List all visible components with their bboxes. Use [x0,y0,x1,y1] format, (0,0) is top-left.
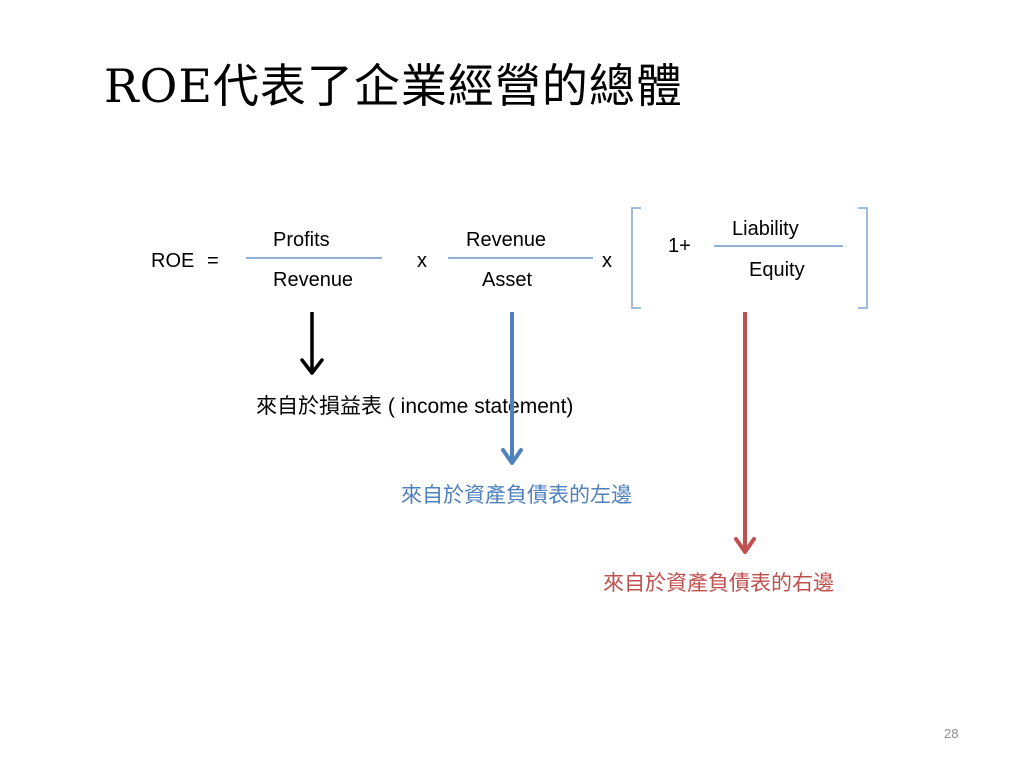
slide-title: ROE代表了企業經營的總體 [104,59,683,113]
blue-down-arrow [501,312,523,465]
balance-left-annotation: 來自於資產負債表的左邊 [401,484,632,507]
multiply-sign-2: x [602,250,612,272]
equals-sign: = [207,250,219,272]
balance-right-annotation: 來自於資產負債表的右邊 [603,572,834,595]
fraction2-denominator: Asset [482,269,533,291]
page-number: 28 [944,726,959,741]
right-bracket [858,207,868,309]
fraction2-numerator: Revenue [466,229,547,251]
fraction3-numerator: Liability [732,218,799,240]
fraction1-denominator: Revenue [273,269,354,291]
one-plus-label: 1+ [668,235,691,257]
fraction3-denominator: Equity [749,259,805,281]
income-statement-annotation: 來自於損益表 ( income statement) [256,395,574,418]
multiply-sign-1: x [417,250,427,272]
roe-label: ROE [151,250,195,272]
left-bracket [631,207,641,309]
black-down-arrow [300,312,324,375]
red-down-arrow [734,312,756,554]
fraction1-numerator: Profits [273,229,330,251]
